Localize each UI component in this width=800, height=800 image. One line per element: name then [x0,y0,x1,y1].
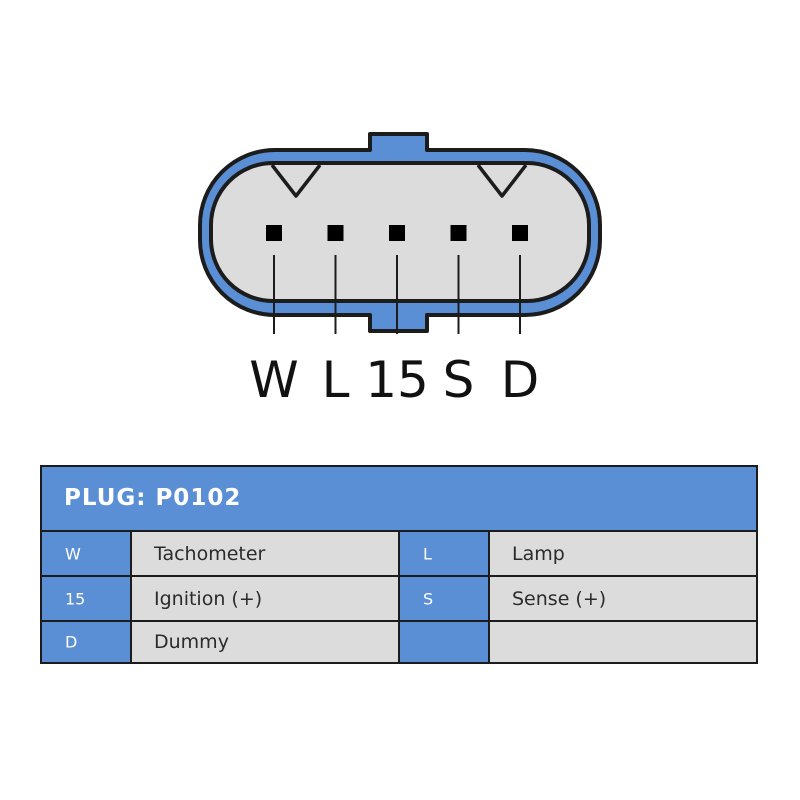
pin-label-l: L [322,351,350,409]
table-cell-code [400,622,488,662]
table-cell-code: L [400,532,488,575]
table-cell-description [490,622,756,662]
plug-title: PLUG: P0102 [42,467,756,530]
table-cell-description: Ignition (+) [132,577,398,620]
table-cell-description: Tachometer [132,532,398,575]
plug-table: PLUG: P0102 W Tachometer L Lamp 15 Ignit… [40,465,758,664]
keying-notch-left [270,163,322,198]
pin-w [266,225,282,241]
table-cell-code: S [400,577,488,620]
pin-label-s: S [443,351,475,409]
pin-label-w: W [249,351,298,409]
table-cell-description: Lamp [490,532,756,575]
table-cell-description: Dummy [132,622,398,662]
table-cell-code: 15 [42,577,130,620]
table-cell-code: W [42,532,130,575]
pin-l [327,225,344,241]
pin-s [450,225,467,241]
table-cell-description: Sense (+) [490,577,756,620]
table-cell-code: D [42,622,130,662]
pin-d [512,225,528,241]
pin-label-15: 15 [365,351,429,409]
keying-notch-right [476,163,528,198]
pin-label-d: D [501,351,540,409]
pin-15 [389,225,405,241]
